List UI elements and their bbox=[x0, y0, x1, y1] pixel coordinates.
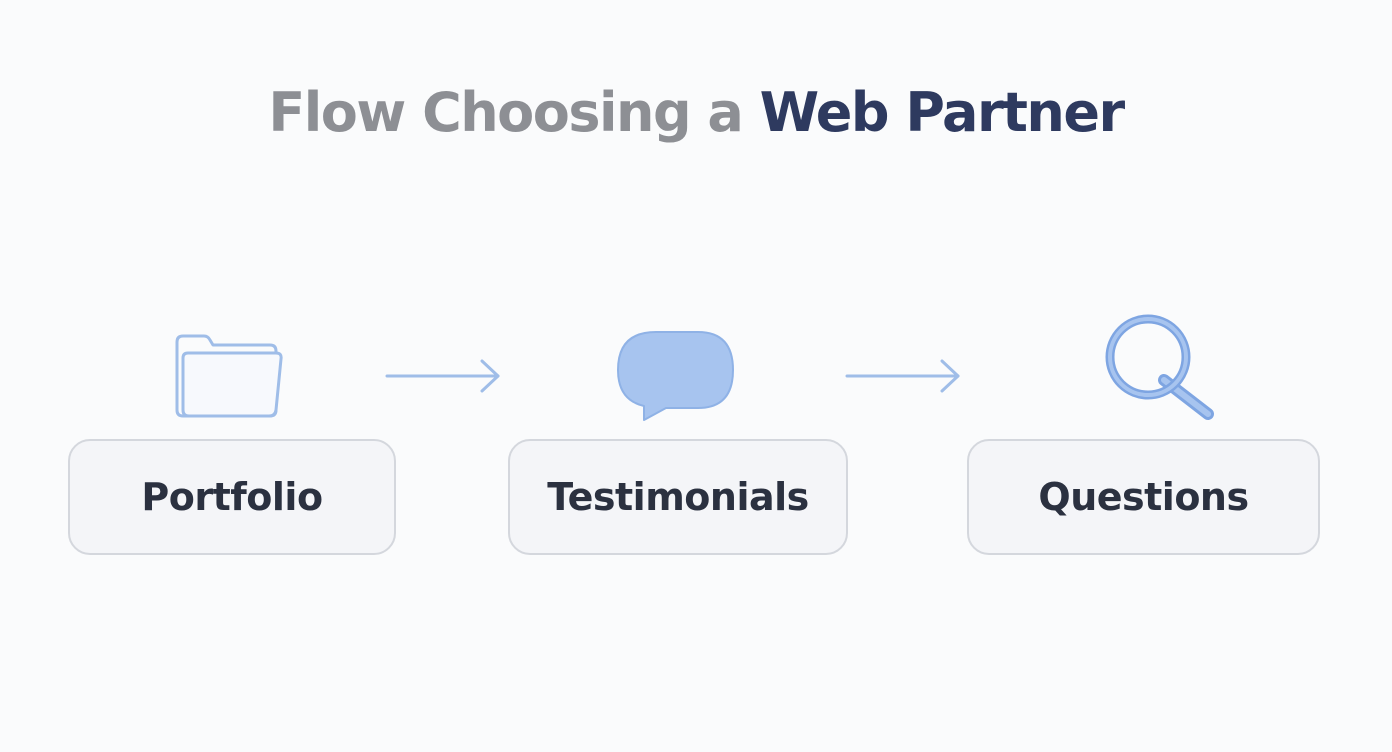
page-title: Flow Choosing a Web Partner bbox=[0, 78, 1392, 148]
step-box-testimonials: Testimonials bbox=[508, 439, 848, 555]
step-label: Questions bbox=[1038, 475, 1249, 519]
step-label: Testimonials bbox=[547, 475, 809, 519]
step-box-questions: Questions bbox=[967, 439, 1320, 555]
arrow-icon bbox=[845, 359, 960, 393]
title-light-part: Flow Choosing a bbox=[268, 81, 760, 144]
magnifying-glass-icon bbox=[1105, 314, 1214, 420]
arrow-icon bbox=[385, 359, 500, 393]
title-dark-part: Web Partner bbox=[759, 81, 1125, 144]
speech-bubble-icon bbox=[617, 331, 734, 421]
step-label: Portfolio bbox=[141, 475, 323, 519]
step-box-portfolio: Portfolio bbox=[68, 439, 396, 555]
folder-icon bbox=[175, 334, 283, 418]
